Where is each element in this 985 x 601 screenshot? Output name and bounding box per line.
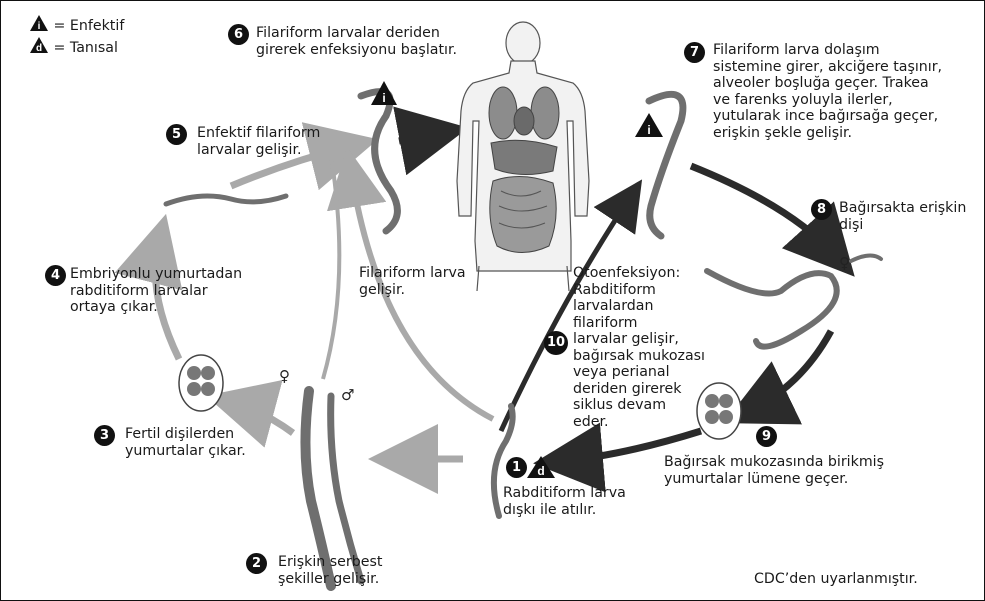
- filariform-larva-skin: [361, 92, 397, 232]
- legend-diagnostic: d = Tanısal: [29, 36, 118, 57]
- arrow-skin-penetration: [399, 133, 441, 141]
- female-symbol-free: ♀: [279, 367, 290, 385]
- step-9-badge: 9: [756, 426, 777, 447]
- step-3-badge: 3: [94, 425, 115, 446]
- step-7-badge: 7: [684, 42, 705, 63]
- female-adult-intestine-2: [851, 255, 881, 261]
- step-4-badge: 4: [45, 265, 66, 286]
- step-2-badge: 2: [246, 553, 267, 574]
- svg-text:i: i: [647, 123, 650, 137]
- female-symbol-intestine: ♀: [839, 254, 850, 272]
- legend-infective-text: = Enfektif: [54, 18, 125, 34]
- infective-triangle-icon: i: [29, 14, 49, 32]
- svg-text:i: i: [382, 91, 385, 105]
- arrow-adults-direct: [323, 156, 339, 379]
- source-credit: CDC’den uyarlanmıştır.: [754, 571, 918, 588]
- legend-diagnostic-text: = Tanısal: [54, 40, 118, 56]
- rhabditiform-larva-free: [166, 196, 286, 204]
- step-10-badge: 10: [544, 331, 568, 355]
- svg-text:d: d: [537, 464, 544, 478]
- legend-infective: i = Enfektif: [29, 14, 124, 35]
- svg-text:d: d: [36, 43, 42, 54]
- step-1-badge: 1: [506, 457, 527, 478]
- egg-group-free: [179, 355, 223, 411]
- filariform-larva-migration: [649, 94, 683, 236]
- internal-organs: [489, 87, 559, 253]
- infective-stage-marker-autoinfection: i: [635, 113, 663, 137]
- male-symbol-free: ♂: [341, 386, 354, 404]
- step-6-badge: 6: [228, 24, 249, 45]
- female-adult-intestine: [707, 271, 837, 347]
- diagnostic-stage-marker: d: [527, 456, 555, 478]
- diagnostic-triangle-icon: d: [29, 36, 49, 54]
- svg-text:i: i: [38, 21, 41, 32]
- step-5-badge: 5: [166, 124, 187, 145]
- step-8-badge: 8: [811, 199, 832, 220]
